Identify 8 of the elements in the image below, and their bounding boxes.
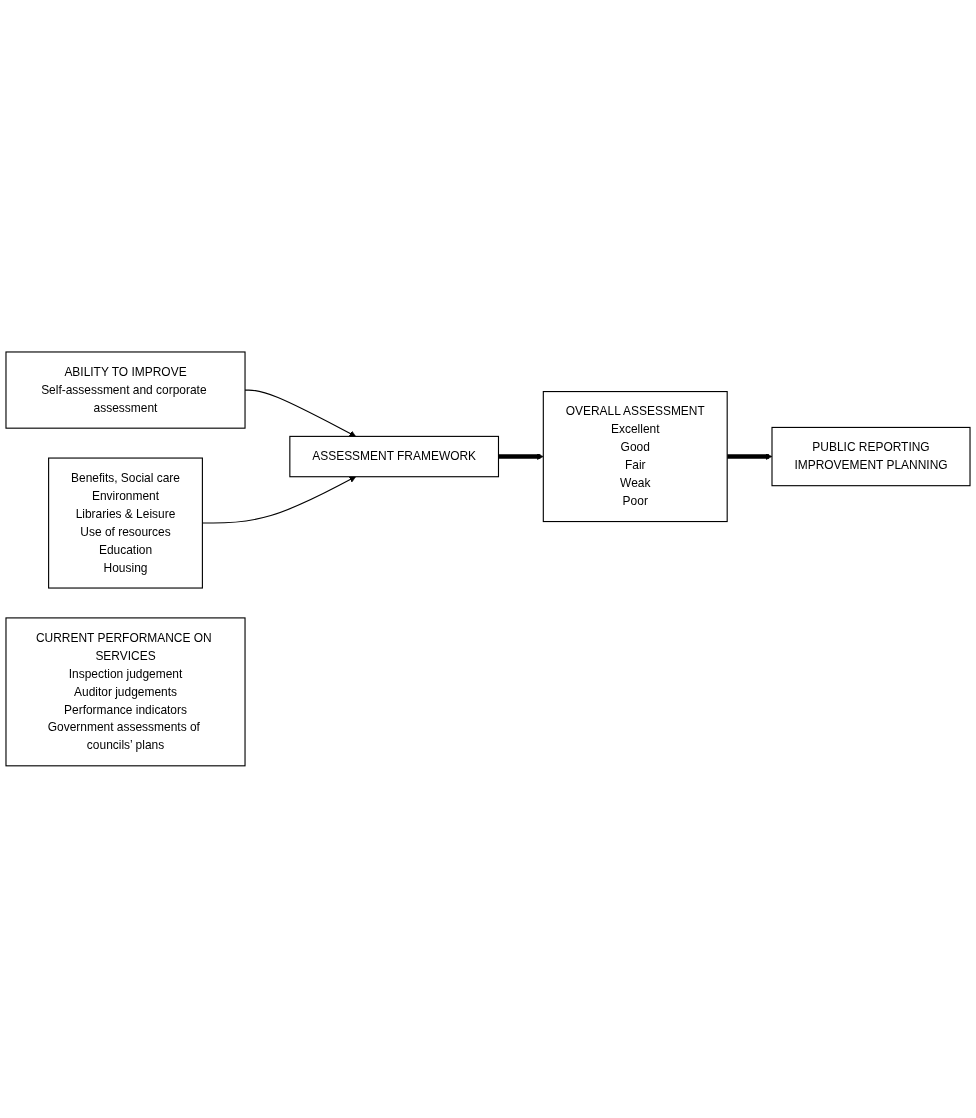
node-box: Benefits, Social care Environment Libraries & Leisure Use of resources Education Housing xyxy=(48,457,203,589)
arrow xyxy=(727,453,773,460)
arrow xyxy=(498,453,544,460)
node-box: ASSESSMENT FRAMEWORK xyxy=(289,435,500,478)
node-box: ABILITY TO IMPROVE Self-assessment and corporate assessment xyxy=(5,351,246,429)
node-box: OVERALL ASSESSMENT Excellent Good Fair Weak Poor xyxy=(542,391,728,523)
node-box: CURRENT PERFORMANCE ON SERVICES Inspection judgement Auditor judgements Performance indicators Government assessments of councils’ plans xyxy=(5,617,246,767)
node-box: PUBLIC REPORTING IMPROVEMENT PLANNING xyxy=(771,426,971,487)
